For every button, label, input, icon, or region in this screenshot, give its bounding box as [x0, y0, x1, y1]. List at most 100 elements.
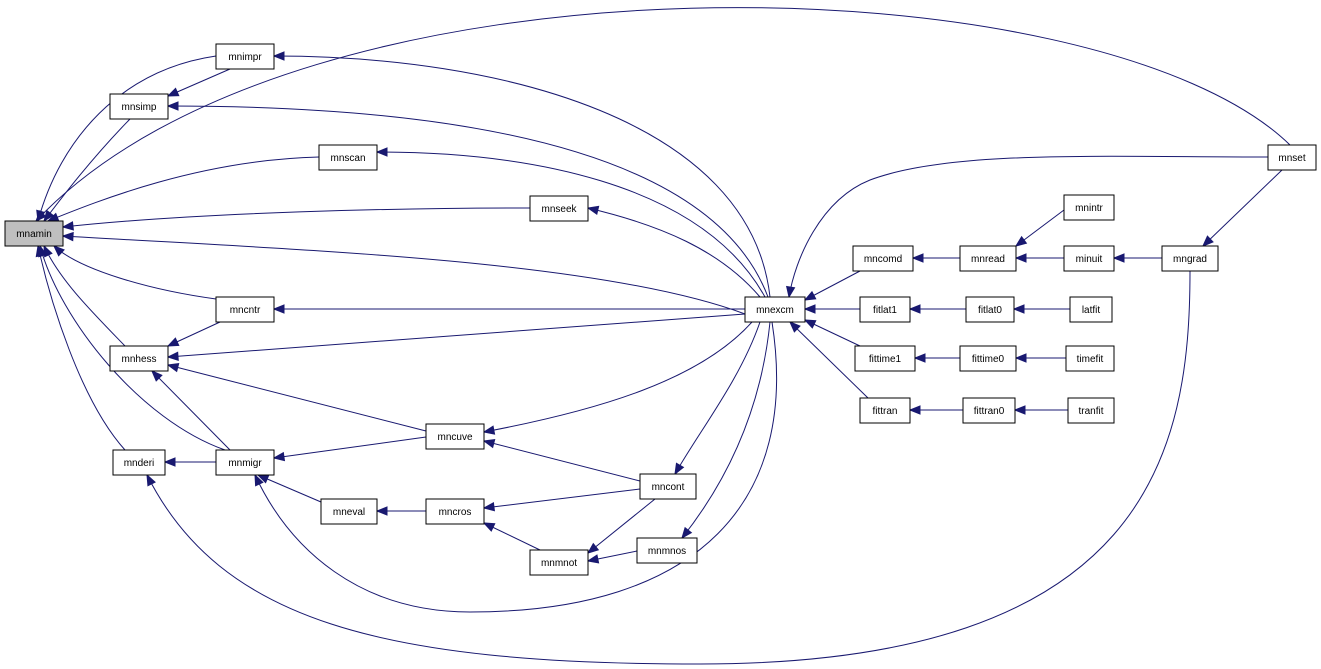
node-mncros[interactable]: mncros [425, 498, 485, 525]
node-box[interactable] [215, 449, 275, 476]
edge-mnmigr-to-mnhess [151, 370, 231, 451]
node-box[interactable] [636, 537, 698, 564]
node-box[interactable] [1063, 194, 1115, 221]
node-box[interactable] [109, 93, 169, 120]
edge-line [788, 155, 1269, 298]
node-box[interactable] [859, 397, 911, 424]
node-box[interactable] [1267, 144, 1317, 171]
node-box[interactable] [965, 296, 1015, 323]
node-mnmnot[interactable]: mnmnot [529, 549, 589, 576]
node-box[interactable] [529, 549, 589, 576]
node-mncomd[interactable]: mncomd [852, 245, 914, 272]
edge-arrowhead [35, 244, 45, 258]
node-mnamin[interactable]: mnamin [4, 220, 64, 247]
node-fitlat1[interactable]: fitlat1 [859, 296, 911, 323]
node-mncntr[interactable]: mncntr [215, 296, 275, 323]
edge-mncntr-to-mnhess [166, 321, 221, 347]
node-fittime1[interactable]: fittime1 [854, 345, 916, 372]
edge-mnseek-to-mnamin [61, 207, 531, 231]
node-box[interactable] [854, 345, 916, 372]
node-mnread[interactable]: mnread [959, 245, 1017, 272]
node-box[interactable] [1067, 397, 1115, 424]
edge-mneval-to-mnmigr [256, 474, 322, 503]
node-mnderi[interactable]: mnderi [112, 449, 166, 476]
node-box[interactable] [4, 220, 64, 247]
node-box[interactable] [959, 345, 1017, 372]
node-mncuve[interactable]: mncuve [425, 423, 485, 450]
edge-mnexcm-to-mnimpr [272, 51, 771, 298]
node-tranfit[interactable]: tranfit [1067, 397, 1115, 424]
edge-mnset-to-mnexcm [786, 155, 1269, 299]
node-box[interactable] [962, 397, 1016, 424]
node-label: mnexcm [756, 305, 794, 316]
edge-arrowhead [908, 304, 921, 314]
node-mnmnos[interactable]: mnmnos [636, 537, 698, 564]
edge-mnmigr-to-mnderi [163, 457, 216, 467]
edge-arrowhead [913, 353, 926, 363]
node-box[interactable] [215, 43, 275, 70]
node-box[interactable] [959, 245, 1017, 272]
node-box[interactable] [425, 498, 485, 525]
node-box[interactable] [852, 245, 914, 272]
edge-mnexcm-to-mncntr [272, 304, 745, 314]
node-fittran[interactable]: fittran [859, 397, 911, 424]
edge-line [146, 270, 1191, 665]
node-fittime0[interactable]: fittime0 [959, 345, 1017, 372]
edge-arrowhead [151, 370, 163, 382]
node-box[interactable] [1161, 245, 1219, 272]
node-mneval[interactable]: mneval [320, 498, 378, 525]
node-mnhess[interactable]: mnhess [109, 345, 169, 372]
node-minuit[interactable]: minuit [1063, 245, 1115, 272]
node-mnimpr[interactable]: mnimpr [215, 43, 275, 70]
edge-mnread-to-mncomd [911, 253, 960, 263]
edge-arrowhead [586, 205, 600, 216]
node-label: mnhess [121, 354, 156, 365]
edge-arrowhead [1012, 304, 1025, 314]
node-mngrad[interactable]: mngrad [1161, 245, 1219, 272]
edge-line [37, 245, 126, 451]
node-box[interactable] [529, 195, 589, 222]
edge-arrowhead [1014, 235, 1028, 247]
node-latfit[interactable]: latfit [1069, 296, 1113, 323]
node-timefit[interactable]: timefit [1065, 345, 1115, 372]
node-box[interactable] [1069, 296, 1113, 323]
node-box[interactable] [109, 345, 169, 372]
node-box[interactable] [744, 296, 806, 323]
node-fittran0[interactable]: fittran0 [962, 397, 1016, 424]
node-label: mnimpr [228, 52, 262, 63]
edge-line [43, 245, 126, 347]
node-box[interactable] [639, 473, 697, 500]
node-box[interactable] [1065, 345, 1115, 372]
edge-line [62, 207, 531, 228]
edge-arrowhead [166, 363, 180, 373]
edge-arrowhead [254, 473, 264, 487]
edge-mncont-to-mnmnot [586, 498, 656, 554]
node-mnscan[interactable]: mnscan [318, 144, 378, 171]
edge-line [681, 321, 771, 539]
node-mnsimp[interactable]: mnsimp [109, 93, 169, 120]
edge-arrowhead [586, 554, 600, 564]
node-mnseek[interactable]: mnseek [529, 195, 589, 222]
edge-line [273, 55, 771, 298]
node-box[interactable] [1063, 245, 1115, 272]
edge-arrowhead [166, 351, 179, 361]
node-mnexcm[interactable]: mnexcm [744, 296, 806, 323]
node-box[interactable] [320, 498, 378, 525]
node-box[interactable] [425, 423, 485, 450]
edge-arrowhead [1112, 253, 1125, 263]
node-mnintr[interactable]: mnintr [1063, 194, 1115, 221]
edge-line [47, 156, 320, 222]
node-mncont[interactable]: mncont [639, 473, 697, 500]
edge-line [167, 364, 427, 432]
node-fitlat0[interactable]: fitlat0 [965, 296, 1015, 323]
node-box[interactable] [112, 449, 166, 476]
edge-arrowhead [1014, 253, 1027, 263]
edge-arrowhead [908, 405, 921, 415]
edge-line [587, 207, 761, 298]
node-box[interactable] [215, 296, 275, 323]
edge-line [376, 151, 766, 298]
node-box[interactable] [859, 296, 911, 323]
node-mnset[interactable]: mnset [1267, 144, 1317, 171]
node-mnmigr[interactable]: mnmigr [215, 449, 275, 476]
node-box[interactable] [318, 144, 378, 171]
